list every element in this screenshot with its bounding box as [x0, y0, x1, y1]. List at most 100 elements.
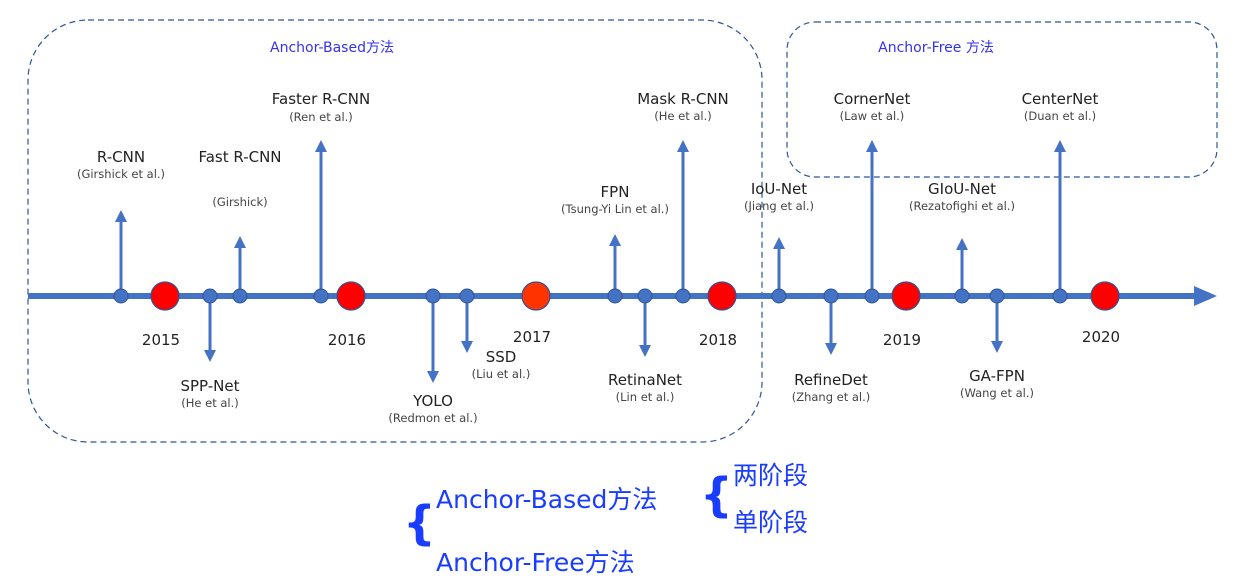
arrow-up-icon	[773, 237, 785, 249]
event-author: (Girshick et al.)	[77, 167, 165, 181]
year-marker	[521, 281, 551, 311]
anchor-based-region-title: Anchor-Based方法	[270, 40, 394, 56]
event-dot	[823, 288, 839, 304]
event-fpn: FPN(Tsung-Yi Lin et al.)	[561, 183, 669, 304]
year-2019: 2019	[883, 281, 921, 349]
event-name: IoU-Net	[751, 180, 807, 198]
arrow-up-icon	[234, 236, 246, 248]
year-marker	[150, 281, 180, 311]
event-giou-net: GIoU-Net(Rezatofighi et al.)	[909, 180, 1015, 304]
year-marker	[336, 281, 366, 311]
arrow-up-icon	[115, 210, 127, 222]
year-label: 2018	[699, 331, 737, 349]
arrow-up-icon	[956, 238, 968, 250]
event-ga-fpn: GA-FPN(Wang et al.)	[960, 288, 1034, 400]
legend-anchor-based: Anchor-Based方法	[436, 485, 658, 514]
event-author: (Rezatofighi et al.)	[909, 199, 1015, 213]
event-name: R-CNN	[97, 148, 145, 166]
arrow-up-icon	[866, 140, 878, 152]
event-author: (Ren et al.)	[289, 110, 353, 124]
year-2015: 2015	[142, 281, 180, 349]
event-refinedet: RefineDet(Zhang et al.)	[792, 288, 871, 404]
event-dot	[313, 288, 329, 304]
event-iou-net: IoU-Net(Jiang et al.)	[744, 180, 814, 304]
event-retinanet: RetinaNet(Lin et al.)	[608, 288, 682, 404]
timeline-diagram: Anchor-Based方法 Anchor-Free 方法 R-CNN(Girs…	[27, 19, 1218, 443]
event-name: SSD	[486, 348, 517, 366]
arrow-up-icon	[1054, 140, 1066, 152]
event-dot	[1052, 288, 1068, 304]
anchor-based-region-box	[27, 19, 763, 443]
event-author: (Lin et al.)	[616, 390, 675, 404]
event-name: GIoU-Net	[928, 180, 996, 198]
event-centernet: CenterNet(Duan et al.)	[1022, 90, 1099, 304]
event-name: Fast R-CNN	[198, 148, 281, 166]
event-name: RetinaNet	[608, 371, 682, 389]
outer-brace-icon: {	[403, 496, 436, 550]
event-dot	[954, 288, 970, 304]
anchor-free-region-title: Anchor-Free 方法	[878, 40, 994, 56]
year-label: 2016	[328, 331, 366, 349]
event-ssd: SSD(Liu et al.)	[459, 288, 531, 381]
year-2020: 2020	[1082, 281, 1120, 346]
arrow-down-icon	[461, 341, 473, 353]
arrow-down-icon	[991, 341, 1003, 353]
event-author: (Duan et al.)	[1024, 109, 1096, 123]
year-label: 2020	[1082, 328, 1120, 346]
event-name: CornerNet	[834, 90, 911, 108]
event-name: GA-FPN	[969, 367, 1025, 385]
year-label: 2017	[513, 328, 551, 346]
arrow-down-icon	[639, 345, 651, 357]
year-2018: 2018	[699, 281, 737, 349]
event-fast-r-cnn: Fast R-CNN (Girshick)	[198, 148, 282, 304]
arrow-up-icon	[677, 140, 689, 152]
event-dot	[864, 288, 880, 304]
event-name: YOLO	[412, 392, 453, 410]
year-2016: 2016	[328, 281, 366, 349]
event-author: (Redmon et al.)	[388, 411, 477, 425]
event-mask-r-cnn: Mask R-CNN(He et al.)	[637, 90, 729, 304]
event-r-cnn: R-CNN(Girshick et al.)	[77, 148, 165, 304]
event-dot	[989, 288, 1005, 304]
arrow-up-icon	[315, 140, 327, 152]
event-author: (He et al.)	[181, 396, 239, 410]
event-name: RefineDet	[794, 371, 868, 389]
event-faster-r-cnn: Faster R-CNN (Ren et al.)	[272, 90, 370, 304]
event-author: (He et al.)	[654, 109, 712, 123]
event-author: (Zhang et al.)	[792, 390, 871, 404]
event-spp-net: SPP-Net(He et al.)	[180, 288, 240, 410]
event-name: SPP-Net	[180, 377, 239, 395]
arrow-down-icon	[825, 343, 837, 355]
event-dot	[232, 288, 248, 304]
event-author: (Jiang et al.)	[744, 199, 814, 213]
event-dot	[637, 288, 653, 304]
event-dot	[771, 288, 787, 304]
event-author: (Girshick)	[212, 195, 267, 209]
event-cornernet: CornerNet(Law et al.)	[834, 90, 911, 304]
inner-brace-icon: {	[700, 468, 733, 522]
event-yolo: YOLO(Redmon et al.)	[388, 288, 478, 425]
event-dot	[459, 288, 475, 304]
event-dot	[202, 288, 218, 304]
arrow-down-icon	[427, 371, 439, 383]
event-name: Mask R-CNN	[637, 90, 729, 108]
arrow-down-icon	[204, 350, 216, 362]
year-label: 2015	[142, 331, 180, 349]
event-dot	[113, 288, 129, 304]
year-marker	[707, 281, 737, 311]
year-marker	[1090, 281, 1120, 311]
timeline-arrowhead-icon	[1194, 286, 1217, 306]
legend-one-stage: 单阶段	[733, 508, 809, 537]
event-author: (Liu et al.)	[472, 367, 531, 381]
year-2017: 2017	[513, 281, 551, 346]
event-author: (Wang et al.)	[960, 386, 1034, 400]
event-name: FPN	[601, 183, 630, 201]
year-label: 2019	[883, 331, 921, 349]
event-name: CenterNet	[1022, 90, 1099, 108]
event-dot	[425, 288, 441, 304]
event-dot	[607, 288, 623, 304]
event-author: (Law et al.)	[840, 109, 905, 123]
arrow-up-icon	[609, 234, 621, 246]
event-name: Faster R-CNN	[272, 90, 370, 108]
year-marker	[891, 281, 921, 311]
